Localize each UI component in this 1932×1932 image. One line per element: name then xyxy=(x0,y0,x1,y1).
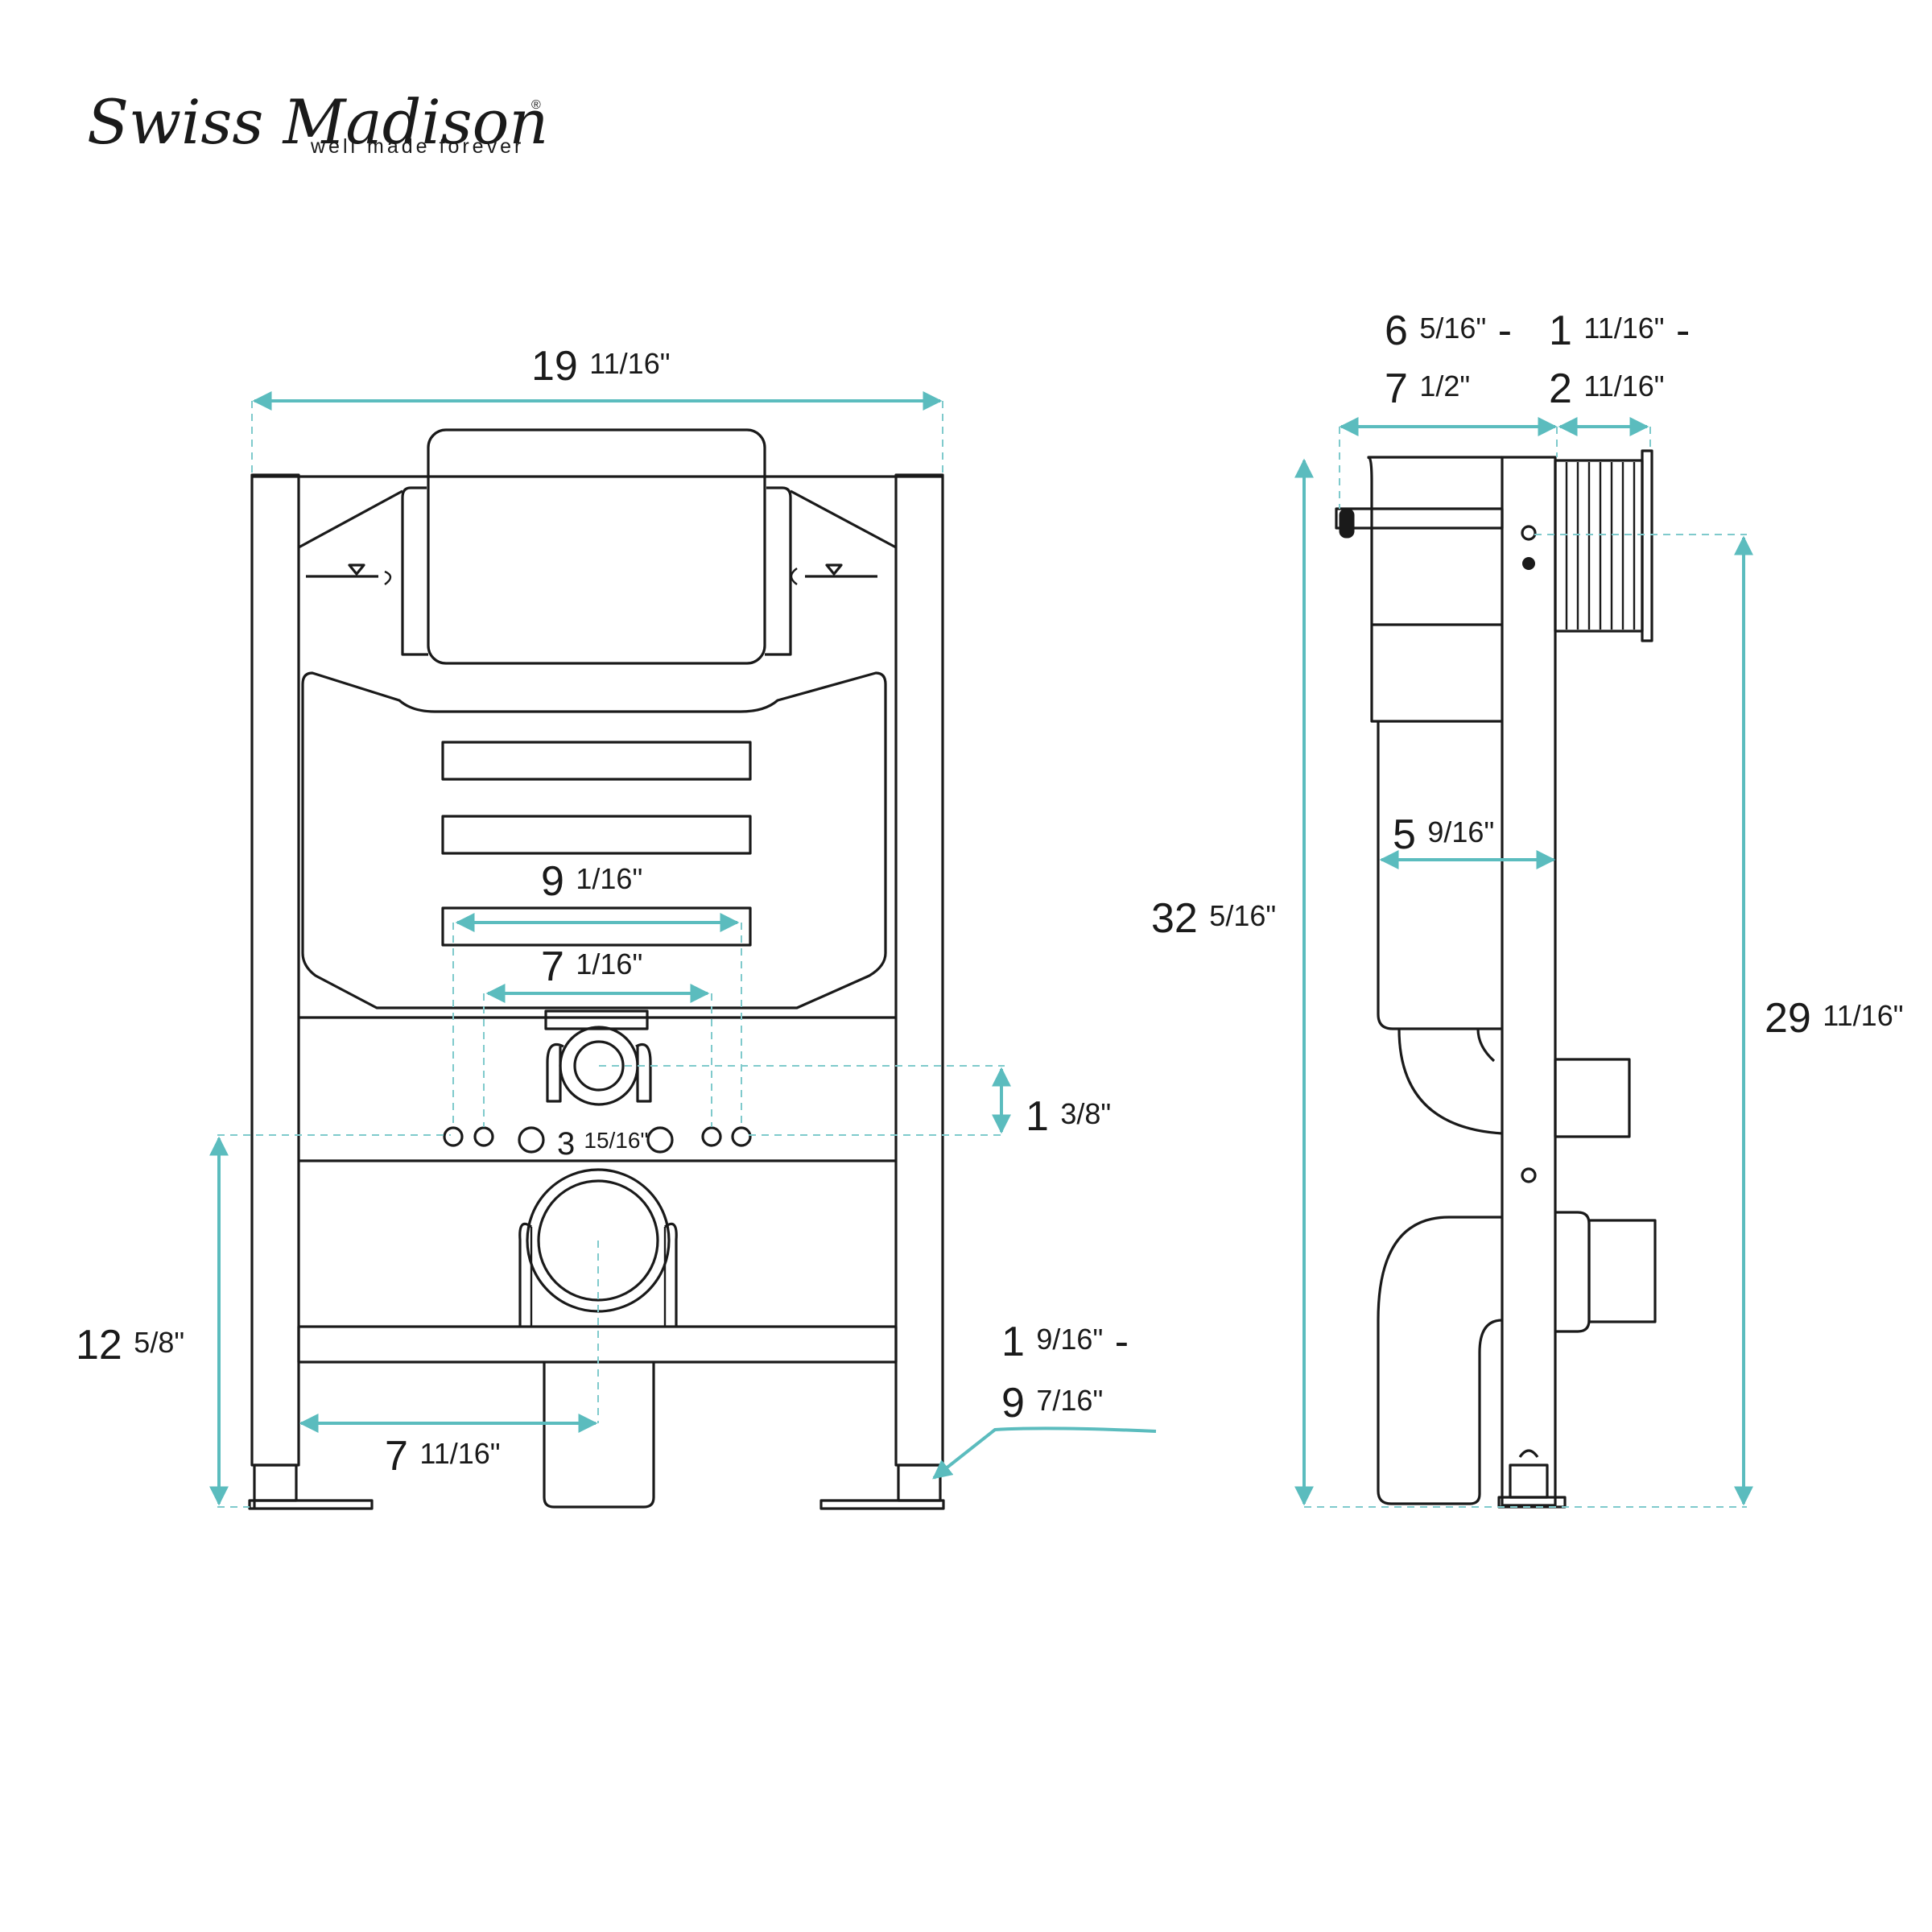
right-upright xyxy=(894,473,944,1467)
label-drain-height: 12 5/8" xyxy=(76,1322,184,1368)
slot-2 xyxy=(441,815,752,855)
actuation-plate-side xyxy=(1554,449,1653,642)
side-inlet-elbow xyxy=(1397,1028,1631,1138)
label-depth-min: 6 5/16" - xyxy=(1385,301,1512,354)
label-depth-max: 7 1/2" xyxy=(1385,365,1470,412)
label-overall-height: 32 5/16" xyxy=(1151,895,1276,942)
water-level-left xyxy=(306,564,392,585)
slot-3 xyxy=(441,906,752,947)
label-center-width: 9 1/16" xyxy=(541,858,642,905)
brand-logo: Swiss Madison ® well made forever xyxy=(87,86,548,158)
right-foot xyxy=(819,1463,945,1510)
cistern-top xyxy=(427,428,766,665)
label-inner-width: 7 1/16" xyxy=(541,943,642,990)
dimension-lines xyxy=(209,391,1753,1508)
left-upright xyxy=(250,473,300,1467)
side-drain-elbow xyxy=(1377,1211,1657,1505)
dimension-labels: 19 11/16" 9 1/16" 7 1/16" 3 15/16" 1 3/8… xyxy=(76,301,1904,1480)
label-offset-height: 1 3/8" xyxy=(1026,1093,1111,1140)
mounting-holes xyxy=(443,1126,752,1154)
brand-name: Swiss Madison xyxy=(87,86,548,158)
cistern-tank xyxy=(301,671,887,1009)
label-plate-depth-min: 1 11/16" - xyxy=(1549,301,1690,354)
side-frame-post xyxy=(1501,456,1557,1507)
label-leg-adjust-max: 9 7/16" xyxy=(1001,1380,1103,1426)
side-tank-lower xyxy=(1377,721,1502,1030)
label-leg-adjust-min: 1 9/16" - xyxy=(1001,1312,1129,1365)
left-foot xyxy=(248,1463,374,1510)
label-hole-spacing: 3 15/16" xyxy=(557,1126,648,1162)
water-level-right xyxy=(790,564,877,585)
label-drain-offset: 7 11/16" xyxy=(385,1433,501,1480)
label-plate-depth-max: 2 11/16" xyxy=(1549,365,1665,412)
label-overall-width: 19 11/16" xyxy=(531,343,671,390)
front-view xyxy=(248,428,945,1510)
label-button-height: 29 11/16" xyxy=(1765,995,1904,1042)
slot-1 xyxy=(441,741,752,781)
registered-mark: ® xyxy=(531,98,541,112)
waste-outlet xyxy=(543,1362,655,1509)
side-tank-upper xyxy=(1367,456,1502,723)
label-tank-depth: 5 9/16" xyxy=(1393,811,1494,858)
brand-tagline: well made forever xyxy=(310,135,524,158)
drain-pipe xyxy=(518,1168,678,1509)
side-view xyxy=(1335,449,1657,1509)
